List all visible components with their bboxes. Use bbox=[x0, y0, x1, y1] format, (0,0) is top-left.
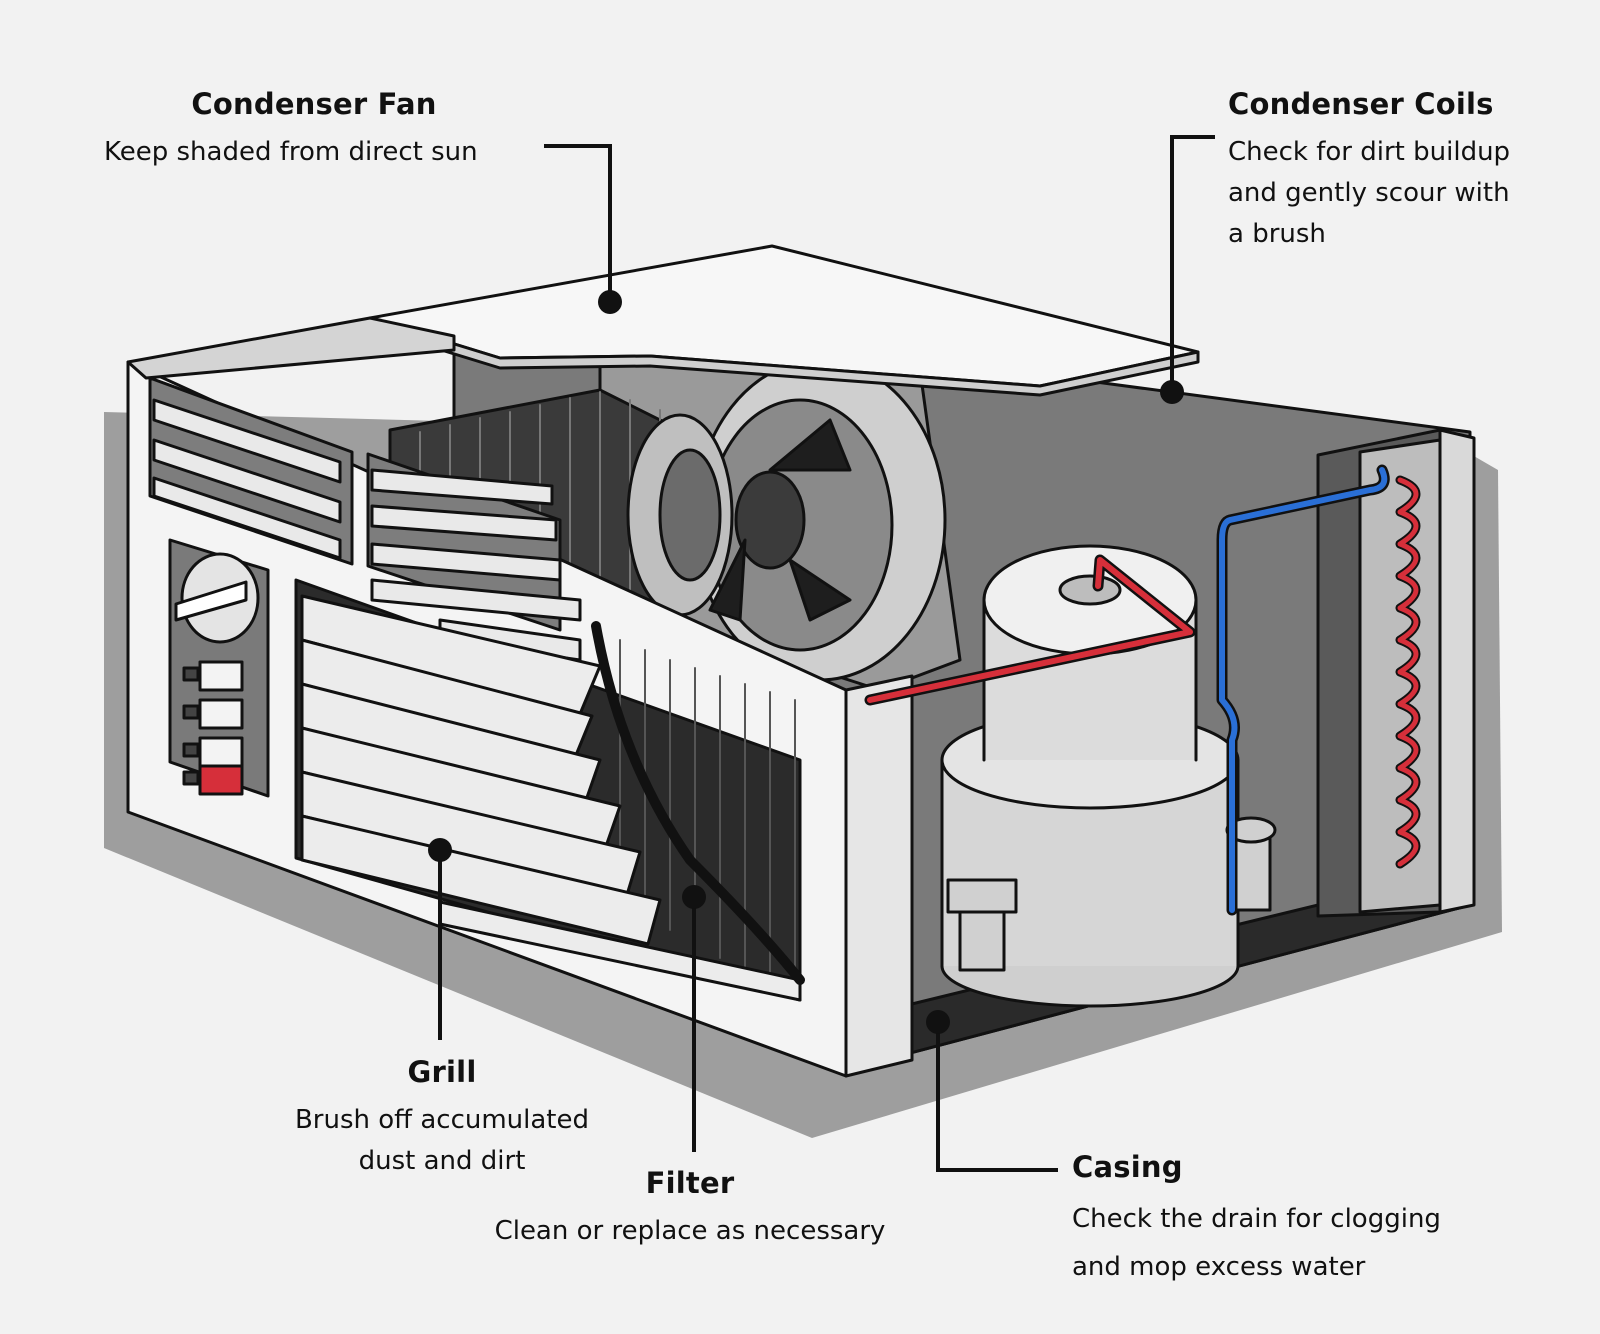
control-buttons bbox=[182, 660, 244, 796]
callout-grill: Grill Brush off accumulated dust and dir… bbox=[262, 1054, 622, 1182]
callout-description-line: and gently scour with bbox=[1228, 178, 1510, 208]
dot-grill bbox=[428, 838, 452, 862]
callout-title: Condenser Coils bbox=[1228, 87, 1494, 121]
callout-description: Keep shaded from direct sun bbox=[104, 132, 544, 173]
callout-description-line: Keep shaded from direct sun bbox=[104, 137, 478, 167]
callout-description-line: and mop excess water bbox=[1072, 1252, 1366, 1282]
callout-condenser-coils: Condenser Coils Check for dirt buildup a… bbox=[1228, 86, 1578, 255]
callout-description: Clean or replace as necessary bbox=[460, 1211, 920, 1252]
callout-title: Filter bbox=[645, 1166, 735, 1200]
callout-title: Condenser Fan bbox=[191, 87, 437, 121]
callout-title: Grill bbox=[407, 1055, 477, 1089]
callout-dots bbox=[428, 290, 1184, 1034]
callout-description: Check the drain for clogging and mop exc… bbox=[1072, 1195, 1532, 1291]
leader-lines bbox=[438, 135, 1215, 1172]
top-front-strip bbox=[126, 316, 456, 380]
callout-description: Check for dirt buildup and gently scour … bbox=[1228, 132, 1578, 255]
top-lid-edge bbox=[368, 316, 1200, 397]
filter-mesh bbox=[619, 639, 796, 995]
dot-casing bbox=[926, 1010, 950, 1034]
callout-description-line: Check the drain for clogging bbox=[1072, 1204, 1441, 1234]
leader-condenser-coils bbox=[1170, 135, 1215, 392]
leader-casing bbox=[936, 1022, 1058, 1172]
callout-description-line: Brush off accumulated bbox=[294, 1105, 590, 1135]
front-right-post bbox=[844, 674, 914, 1078]
refrigerant-line-red bbox=[867, 557, 1193, 703]
callout-title: Casing bbox=[1072, 1150, 1183, 1184]
callout-condenser-fan: Condenser Fan Keep shaded from direct su… bbox=[104, 86, 544, 173]
fan-blade bbox=[768, 418, 852, 472]
leader-condenser-fan bbox=[544, 144, 612, 300]
dot-filter bbox=[682, 885, 706, 909]
callout-casing: Casing Check the drain for clogging and … bbox=[1072, 1149, 1532, 1291]
condenser-fan-hub bbox=[734, 470, 806, 570]
callout-description: Brush off accumulated dust and dirt bbox=[262, 1100, 622, 1182]
callout-description-line: Check for dirt buildup bbox=[1228, 137, 1511, 167]
filter-frame-edge bbox=[591, 621, 805, 985]
callout-description-line: dust and dirt bbox=[358, 1146, 526, 1176]
refrigerant-line-blue bbox=[1219, 467, 1388, 913]
dot-condenser-fan bbox=[598, 290, 622, 314]
callout-description-line: a brush bbox=[1228, 219, 1326, 249]
callout-description-line: Clean or replace as necessary bbox=[494, 1216, 886, 1246]
mounting-bolts bbox=[946, 816, 1277, 972]
grill-louvers bbox=[300, 594, 802, 1002]
compressor bbox=[940, 544, 1240, 1008]
dot-condenser-coils bbox=[1160, 380, 1184, 404]
casing-right-wall bbox=[1438, 428, 1476, 914]
callout-filter: Filter Clean or replace as necessary bbox=[460, 1165, 920, 1252]
